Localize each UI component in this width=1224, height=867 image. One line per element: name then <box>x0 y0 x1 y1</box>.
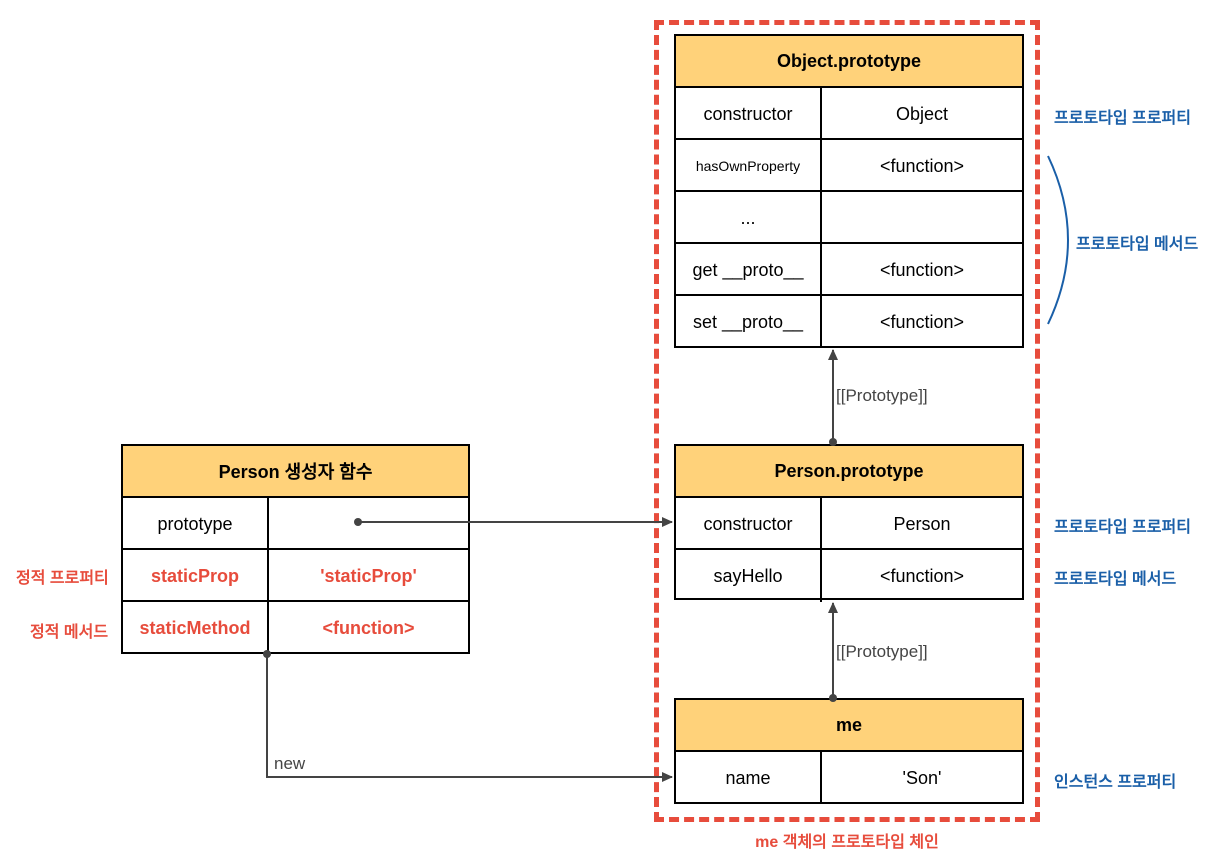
row-value: <function> <box>879 565 965 586</box>
new-link-label: new <box>274 754 306 773</box>
person-prototype-title: Person.prototype <box>676 446 1022 498</box>
row-key: prototype <box>123 498 269 550</box>
row-value: <function> <box>322 617 415 638</box>
object-prototype-box: Object.prototype constructor Object hasO… <box>674 34 1024 348</box>
person-constructor-box: Person 생성자 함수 prototype staticProp 'stat… <box>121 444 470 654</box>
me-object-row: name 'Son' <box>676 752 1022 804</box>
object-prototype-method-label: 프로토타입 메서드 <box>1076 236 1199 253</box>
object-prototype-title: Object.prototype <box>676 36 1022 88</box>
prototype-chain-frame <box>654 20 1040 822</box>
object-prototype-row: constructor Object <box>676 88 1022 140</box>
method-brace <box>1047 155 1069 325</box>
row-value: 'staticProp' <box>320 565 417 586</box>
object-prototype-row: get __proto__ <function> <box>676 242 1022 296</box>
prototype-link-label: [[Prototype]] <box>836 642 928 661</box>
me-instance-property-label: 인스턴스 프로퍼티 <box>1054 774 1177 791</box>
link-origin-dot <box>263 650 271 658</box>
row-key: staticProp <box>123 550 269 602</box>
row-value: Person <box>893 513 951 534</box>
person-prototype-property-label: 프로토타입 프로퍼티 <box>1054 519 1191 536</box>
row-key: constructor <box>676 498 822 550</box>
row-key: hasOwnProperty <box>676 140 822 192</box>
row-key: ... <box>676 192 822 244</box>
link-origin-dot <box>829 438 837 446</box>
row-value: <function> <box>879 311 965 332</box>
object-prototype-row: set __proto__ <function> <box>676 294 1022 348</box>
object-prototype-row: ... <box>676 190 1022 244</box>
row-key: staticMethod <box>123 602 269 654</box>
row-key: get __proto__ <box>676 244 822 296</box>
link-origin-dot <box>829 694 837 702</box>
row-key: set __proto__ <box>676 296 822 348</box>
object-prototype-row: hasOwnProperty <function> <box>676 138 1022 192</box>
person-prototype-row: sayHello <function> <box>676 548 1022 602</box>
me-object-title: me <box>676 700 1022 752</box>
new-instance-arrow <box>266 654 673 782</box>
row-key: name <box>676 752 822 804</box>
row-key: sayHello <box>676 550 822 602</box>
link-origin-dot <box>354 518 362 526</box>
constructor-row: staticMethod <function> <box>123 600 468 654</box>
row-key: constructor <box>676 88 822 140</box>
row-value: <function> <box>879 155 965 176</box>
constructor-row: staticProp 'staticProp' <box>123 548 468 602</box>
prototype-link-label: [[Prototype]] <box>836 386 928 405</box>
me-object-box: me name 'Son' <box>674 698 1024 804</box>
row-value: 'Son' <box>902 767 942 788</box>
person-prototype-row: constructor Person <box>676 498 1022 550</box>
row-value: <function> <box>879 259 965 280</box>
row-value: Object <box>895 103 949 124</box>
prototype-chain-caption: me 객체의 프로토타입 체인 <box>755 834 939 851</box>
constructor-row: prototype <box>123 498 468 550</box>
person-prototype-method-label: 프로토타입 메서드 <box>1054 571 1177 588</box>
static-property-label: 정적 프로퍼티 <box>16 570 109 587</box>
person-prototype-box: Person.prototype constructor Person sayH… <box>674 444 1024 602</box>
object-prototype-property-label: 프로토타입 프로퍼티 <box>1054 110 1191 127</box>
static-method-label: 정적 메서드 <box>30 624 109 641</box>
person-constructor-title: Person 생성자 함수 <box>123 446 468 498</box>
